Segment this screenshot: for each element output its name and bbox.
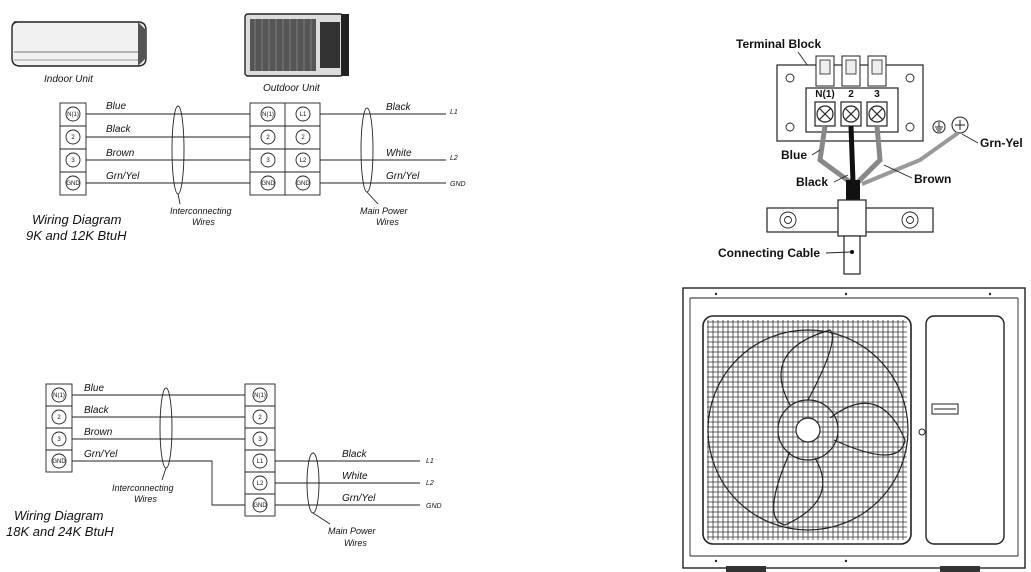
wire-color-label: White — [386, 148, 412, 159]
line-tag: L1 — [450, 109, 458, 116]
interconnecting-label: Interconnecting — [170, 206, 232, 216]
terminal-number: 3 — [874, 89, 880, 100]
wire-color-label: Blue — [106, 101, 126, 112]
wire-color-label: Brown — [84, 427, 113, 438]
wire-label-grn-yel: Grn-Yel — [980, 136, 1023, 150]
ground-icon — [932, 120, 946, 134]
terminal-label: GND — [253, 503, 267, 509]
terminal-label: GND — [261, 181, 275, 187]
connecting-cable-label: Connecting Cable — [718, 246, 820, 260]
terminal-label: L1 — [257, 459, 264, 465]
wire-color-label: White — [342, 471, 368, 482]
main-power-label: Main Power — [328, 526, 377, 536]
line-tag: L2 — [426, 480, 434, 487]
terminal-label: 2 — [266, 135, 270, 141]
terminal-label: N(1) — [67, 112, 79, 118]
terminal-label: 3 — [258, 437, 262, 443]
line-tag: GND — [450, 181, 466, 188]
line-tag: L2 — [450, 155, 458, 162]
terminal-label: GND — [296, 181, 310, 187]
diagram-title: Wiring Diagram — [14, 508, 104, 523]
wire-color-label: Black — [386, 102, 411, 113]
terminal-block-diagram: Terminal Block N(1) 2 3 — [718, 37, 1023, 275]
main-power-label: Wires — [344, 538, 367, 548]
terminal-label: L2 — [257, 481, 264, 487]
wiring-diagram-bottom: N(1) 2 3 GND N(1) 2 3 L1 L2 GND — [6, 383, 442, 548]
wire-color-label: Blue — [84, 383, 104, 394]
terminal-label: GND — [52, 459, 66, 465]
main-power-label: Wires — [376, 217, 399, 227]
wire-color-label: Grn/Yel — [386, 171, 420, 182]
terminal-label: L1 — [300, 112, 307, 118]
terminal-block-title: Terminal Block — [736, 37, 821, 51]
terminal-label: 2 — [301, 135, 305, 141]
ground-screw-icon — [951, 116, 969, 134]
outdoor-unit-label: Outdoor Unit — [263, 83, 321, 94]
terminal-label: 2 — [71, 135, 75, 141]
wiring-diagram-top: N(1) 2 3 GND N(1) 2 3 GND L1 2 L2 GND — [26, 101, 466, 243]
interconnecting-label: Interconnecting — [112, 483, 174, 493]
terminal-label: 3 — [266, 158, 270, 164]
wire-color-label: Grn/Yel — [106, 171, 140, 182]
terminal-label: 3 — [71, 158, 75, 164]
indoor-unit-label: Indoor Unit — [44, 74, 94, 85]
wire-label-brown: Brown — [914, 172, 951, 186]
main-power-label: Main Power — [360, 206, 409, 216]
wire-color-label: Black — [342, 449, 367, 460]
indoor-unit-icon — [11, 21, 147, 67]
line-tag: GND — [426, 503, 442, 510]
wire-color-label: Grn/Yel — [84, 449, 118, 460]
terminal-label: 2 — [258, 415, 262, 421]
wire-color-label: Brown — [106, 148, 135, 159]
diagram-subtitle: 18K and 24K BtuH — [6, 524, 114, 539]
wire-color-label: Black — [106, 124, 131, 135]
diagram-subtitle: 9K and 12K BtuH — [26, 228, 127, 243]
terminal-label: 3 — [57, 437, 61, 443]
wire-label-blue: Blue — [781, 148, 807, 162]
interconnecting-label: Wires — [192, 217, 215, 227]
terminal-label: 2 — [57, 415, 61, 421]
interconnecting-label: Wires — [134, 494, 157, 504]
outdoor-condenser-unit-icon — [682, 287, 1026, 572]
diagram-title: Wiring Diagram — [32, 212, 122, 227]
terminal-number: N(1) — [815, 89, 834, 100]
terminal-label: L2 — [300, 158, 307, 164]
wire-color-label: Black — [84, 405, 109, 416]
terminal-label: N(1) — [262, 112, 274, 118]
terminal-label: N(1) — [53, 393, 65, 399]
terminal-label: GND — [66, 181, 80, 187]
outdoor-unit-icon — [244, 13, 349, 77]
line-tag: L1 — [426, 458, 434, 465]
wire-color-label: Grn/Yel — [342, 493, 376, 504]
wire-label-black: Black — [796, 175, 828, 189]
terminal-label: N(1) — [254, 393, 266, 399]
terminal-number: 2 — [848, 89, 854, 100]
